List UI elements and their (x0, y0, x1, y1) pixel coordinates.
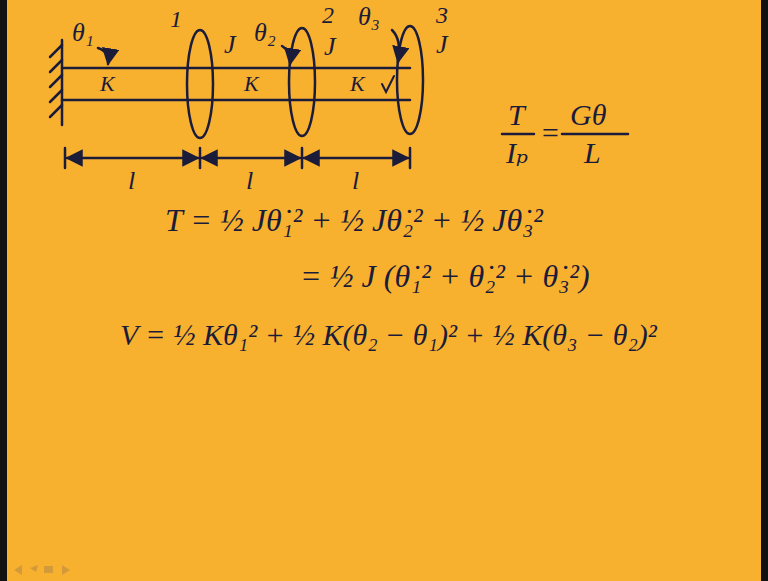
rotation-arrow (392, 30, 399, 62)
disk (187, 30, 213, 138)
formula-term: = (540, 116, 560, 151)
stiffness-label: K (350, 71, 365, 96)
angle-label: θ₃ (358, 2, 380, 32)
length-label: l (246, 166, 253, 196)
equation-line: = ½ J (θ̇₁² + θ̇₂² + θ̇₃²) (300, 258, 590, 295)
navigation-icons (14, 565, 70, 575)
stiffness-label: K (100, 71, 115, 96)
inertia-label: J (224, 30, 236, 60)
rotation-arrow (98, 48, 108, 64)
formula-term: T (508, 98, 525, 133)
disk (397, 26, 423, 134)
disk-number: 2 (322, 2, 334, 30)
formula-term: Gθ (570, 98, 606, 133)
length-label: l (128, 166, 135, 196)
disk (289, 28, 315, 136)
formula-term: L (584, 136, 601, 171)
formula-term: Iₚ (506, 136, 528, 171)
stiffness-label: K (244, 71, 259, 96)
equation-line: V = ½ Kθ₁² + ½ K(θ₂ − θ₁)² + ½ K(θ₃ − θ₂… (120, 318, 657, 353)
fraction-bar (502, 133, 534, 136)
fixed-wall (61, 40, 64, 125)
equation-line: T = ½ Jθ̇₁² + ½ Jθ̇₂² + ½ Jθ̇₃² (165, 202, 543, 239)
angle-label: θ₂ (254, 18, 276, 48)
screen-border (761, 0, 768, 581)
angle-label: θ₁ (72, 18, 94, 48)
length-label: l (352, 166, 359, 196)
wall-hatching (50, 45, 62, 117)
dimension-line (65, 148, 410, 168)
rotation-arrow (282, 46, 290, 64)
disk-number: 1 (170, 6, 182, 34)
inertia-label: J (436, 30, 448, 60)
fraction-bar (562, 133, 628, 136)
inertia-label: J (324, 32, 336, 62)
shaft (62, 67, 410, 70)
shaft (62, 99, 410, 102)
disk-number: 3 (436, 2, 448, 30)
check-mark (382, 76, 394, 92)
screen-border (0, 0, 7, 581)
